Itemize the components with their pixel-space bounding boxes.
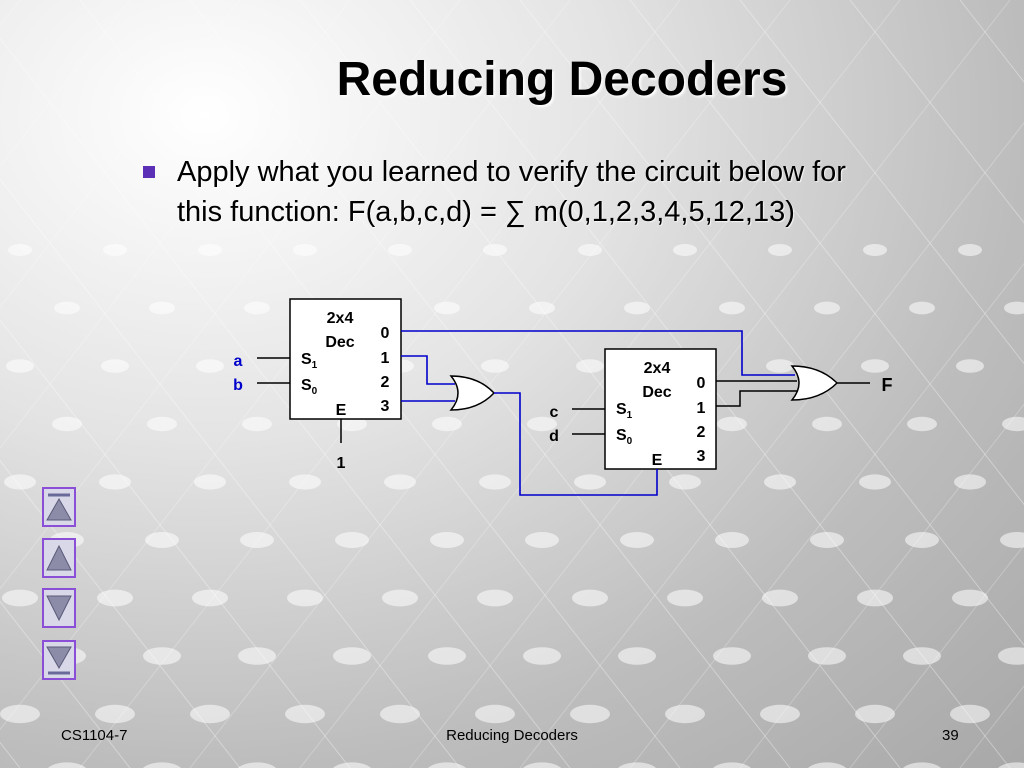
decoder-2-enable: E (652, 452, 663, 469)
decoder-1: 2x4 Dec S1 S0 E 0 1 2 3 (289, 298, 402, 420)
decoder-2-out-2: 2 (697, 424, 706, 441)
footer-page-number: 39 (942, 727, 959, 744)
footer-course: CS1104-7 (61, 727, 128, 744)
output-f-label: F (882, 375, 893, 395)
decoder-2-box (604, 348, 717, 470)
blue-wires (401, 330, 795, 496)
decoder-1-out-1: 1 (381, 350, 390, 367)
input-b-label: b (233, 377, 243, 394)
decoder-2-out-0: 0 (697, 375, 706, 392)
bullet-icon (143, 166, 155, 178)
decoder-2: 2x4 Dec S1 S0 E 0 1 2 3 (604, 348, 717, 470)
last-slide-icon (46, 646, 72, 675)
wire-or1-to-enable2 (494, 392, 658, 496)
first-slide-icon (46, 493, 72, 521)
previous-slide-icon (46, 544, 72, 571)
or-gate-2 (790, 365, 839, 401)
decoder-1-enable: E (336, 402, 347, 419)
decoder-2-out-1: 1 (697, 400, 706, 417)
decoder-1-box (289, 298, 402, 420)
decoder-2-title-1: 2x4 (644, 360, 671, 377)
wire-dec2-out1 (716, 390, 797, 407)
bullet-text-line2: this function: F(a,b,c,d) = ∑ m(0,1,2,3,… (177, 196, 795, 228)
first-slide-button[interactable] (42, 487, 76, 527)
decoder-1-out-0: 0 (381, 325, 390, 342)
enable-value-label: 1 (337, 455, 346, 472)
input-d-label: d (549, 428, 559, 445)
decoder-1-title-2: Dec (325, 334, 354, 351)
decoder-2-out-3: 3 (697, 448, 706, 465)
bullet-text-line1: Apply what you learned to verify the cir… (177, 156, 846, 188)
slide-title: Reducing Decoders (336, 53, 788, 106)
last-slide-button[interactable] (42, 640, 76, 680)
decoder-1-out-3: 3 (381, 398, 390, 415)
decoder-1-title-1: 2x4 (327, 310, 354, 327)
next-slide-button[interactable] (42, 588, 76, 628)
footer-title: Reducing Decoders (446, 727, 578, 744)
decoder-2-title-2: Dec (642, 384, 671, 401)
previous-slide-button[interactable] (42, 538, 76, 578)
next-slide-icon (46, 595, 72, 622)
wire-dec1-out0-to-or2 (401, 330, 795, 376)
decoder-1-out-2: 2 (381, 374, 390, 391)
decoder-1-s1: S1 (301, 351, 318, 371)
decoder-2-s0: S0 (616, 427, 633, 447)
background-dots (0, 244, 1024, 768)
input-a-label: a (234, 353, 243, 370)
black-wires (716, 380, 870, 407)
wire-dec1-out1-to-or1 (401, 355, 455, 385)
or-gate-1 (449, 375, 496, 411)
decoder-1-s0: S0 (301, 377, 318, 397)
decoder-2-s1: S1 (616, 401, 633, 421)
input-c-label: c (550, 404, 559, 421)
